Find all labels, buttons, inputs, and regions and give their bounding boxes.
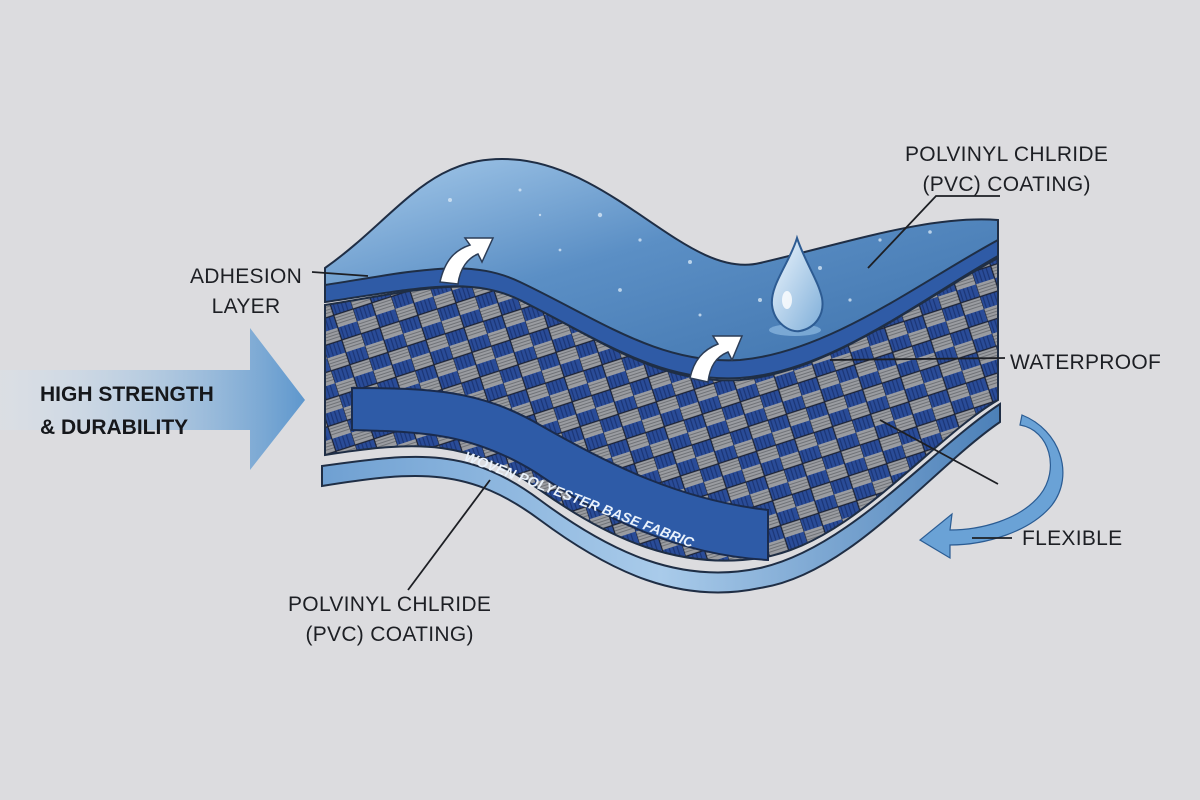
- curved-arrow-icon: [918, 414, 1064, 560]
- flexible-label: FLEXIBLE: [1022, 527, 1123, 550]
- waterproof-label: WATERPROOF: [1010, 351, 1162, 374]
- pvc-top-sheet: [324, 157, 999, 362]
- up-arrow-icon: [439, 237, 495, 285]
- water-drop-icon: [769, 234, 824, 336]
- leader-lines: [311, 195, 1012, 591]
- pvc-bottom-sheet: [321, 402, 1001, 594]
- up-arrow-icon: [689, 335, 744, 383]
- strength-label: HIGH STRENGTH & DURABILITY: [40, 383, 214, 439]
- adhesion-label: ADHESION LAYER: [190, 265, 303, 318]
- droplet-texture: [448, 188, 932, 317]
- pvc-bottom-label: POLVINYL CHLRIDE (PVC) COATING): [288, 593, 492, 646]
- base-fabric-ribbon: [351, 386, 769, 562]
- pvc-top-label: POLVINYL CHLRIDE (PVC) COATING): [905, 143, 1109, 196]
- right-arrow-icon: [0, 328, 305, 470]
